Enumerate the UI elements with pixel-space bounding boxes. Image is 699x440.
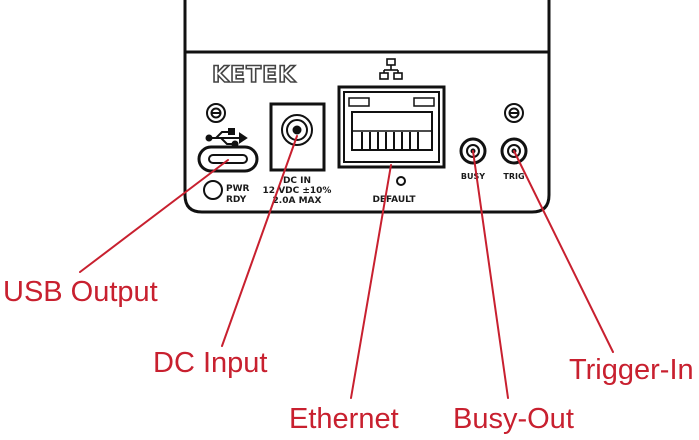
screw-right [504, 103, 524, 123]
screw-left [206, 103, 226, 123]
leader-trigger-in [513, 150, 614, 353]
rdy-label: RDY [226, 195, 247, 205]
leader-usb-output [79, 159, 229, 273]
pwr-rdy-led [203, 180, 223, 200]
default-label: DEFAULT [372, 195, 416, 205]
dc-in-label-line1: DC IN [283, 176, 311, 186]
callout-ethernet: Ethernet [289, 403, 399, 435]
callout-usb-output: USB Output [3, 276, 158, 308]
callout-trigger-in: Trigger-In [569, 354, 694, 386]
leader-dc-input [221, 135, 298, 347]
leader-lines [79, 135, 614, 399]
leader-ethernet [350, 164, 392, 399]
busy-label: BUSY [461, 172, 485, 181]
dc-in-label-line3: 2.0A MAX [273, 196, 322, 206]
trig-label: TRIG [503, 172, 524, 181]
ethernet-port [337, 85, 446, 169]
callout-dc-input: DC Input [153, 347, 267, 379]
callout-busy-out: Busy-Out [453, 403, 574, 435]
default-button [396, 176, 406, 186]
leader-busy-out [472, 150, 509, 399]
network-icon [379, 58, 403, 80]
dc-in-label-line2: 12 VDC ±10% [263, 186, 332, 196]
brand-logo: KETEK [212, 63, 296, 88]
pwr-label: PWR [226, 184, 250, 194]
usb-icon [205, 128, 248, 148]
